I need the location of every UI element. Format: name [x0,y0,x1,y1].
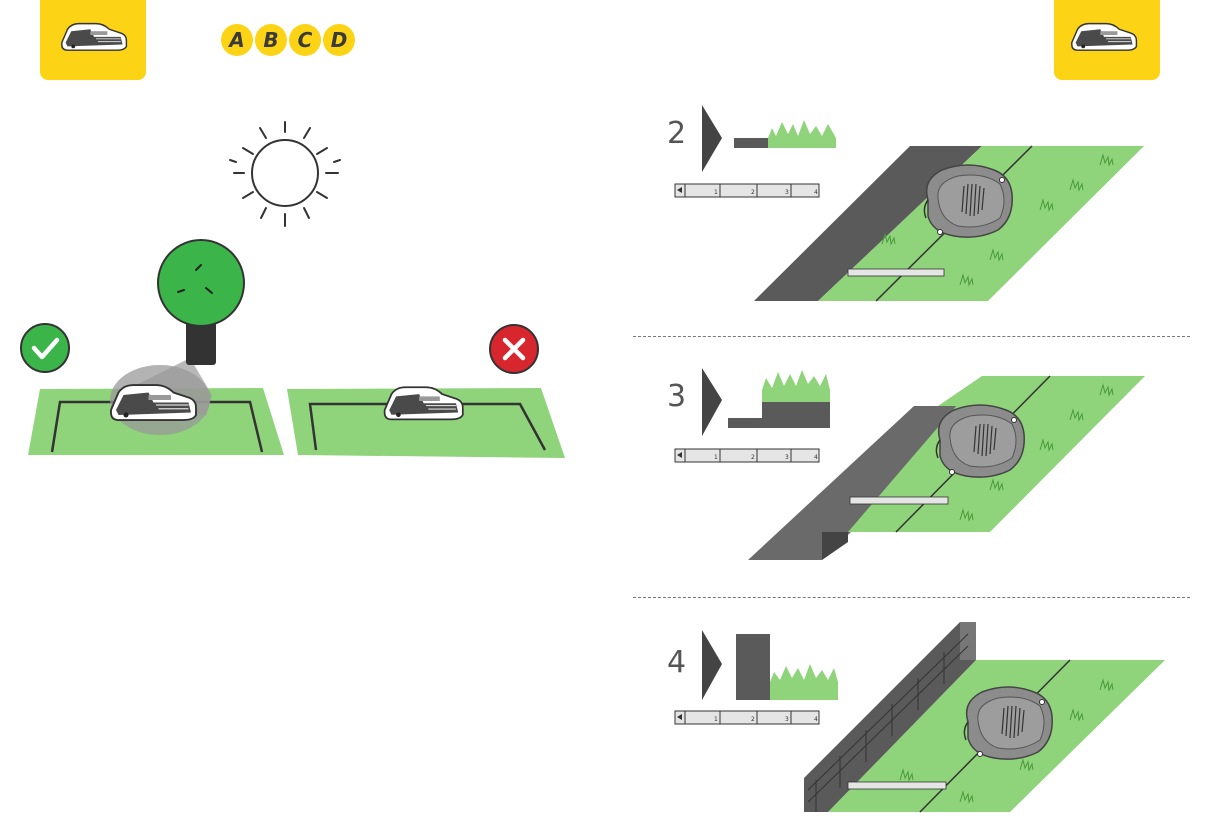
ruler-mark: 2 [751,189,755,196]
measuring-ruler: 1 2 3 4 [674,183,820,198]
ruler-mark: 3 [785,716,789,723]
ruler-mark: 4 [814,716,818,723]
step-number: 4 [667,645,687,680]
ruler-mark: 1 [714,454,718,461]
measuring-ruler: 1 2 3 4 [674,710,820,725]
brick-wall [804,622,976,812]
measuring-ruler: 1 2 3 4 [674,448,820,463]
step-2-flush-edge: 1 2 3 4 [674,105,1144,302]
model-badges: A B C D [221,24,355,56]
sun-shade-illustration [20,121,565,458]
sun-icon [229,121,341,227]
step-3-raised-lawn: 1 2 3 4 [674,368,1145,560]
step-4-wall-edge: 1 2 3 4 [674,622,1165,813]
cross-icon [489,324,539,374]
check-icon [20,323,70,373]
ruler-mark: 1 [714,716,718,723]
model-tab-left [40,0,146,80]
model-badge-b: B [255,24,287,56]
section-divider [633,336,1190,337]
ruler-mark: 2 [751,454,755,461]
step-number: 3 [667,379,687,414]
step-number: 2 [667,116,687,151]
robot-mower-icon [61,22,128,51]
model-badge-a: A [221,24,253,56]
model-badge-c: C [289,24,321,56]
ruler-mark: 3 [785,454,789,461]
ruler-mark: 4 [814,189,818,196]
ruler-mark: 3 [785,189,789,196]
model-badge-d: D [323,24,355,56]
section-divider [633,597,1190,598]
model-tab-right [1054,0,1160,80]
ruler-mark: 4 [814,454,818,461]
robot-mower-icon [1071,22,1138,51]
ruler-mark: 1 [714,189,718,196]
ruler-mark: 2 [751,716,755,723]
